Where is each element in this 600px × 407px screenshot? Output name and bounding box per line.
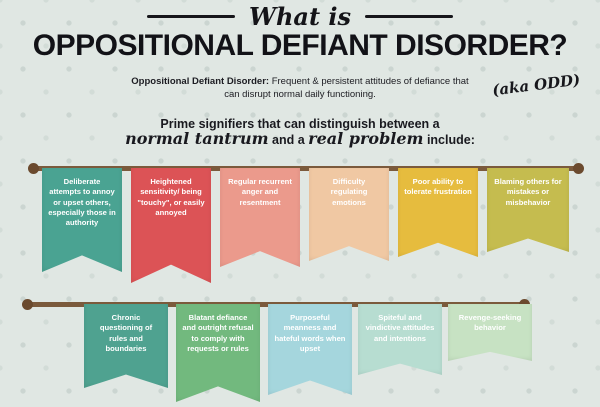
left-rule-line: [146, 15, 235, 18]
banner-blatant-defiance: Blatant defiance and outright refusal to…: [176, 304, 260, 402]
right-rule-line: [365, 15, 454, 18]
subheading-mid: and a: [268, 133, 309, 147]
banner-recurrent-anger: Regular recurrent anger and resentment: [220, 168, 300, 267]
banner-heightened-sensitivity: Heightened sensitivity/ being "touchy", …: [131, 168, 211, 283]
banner-text: Purposeful meanness and hateful words wh…: [274, 313, 346, 353]
banner-purposeful-meanness: Purposeful meanness and hateful words wh…: [268, 304, 352, 395]
rod-top-right-dot: [573, 163, 584, 174]
banner-rod-top: [36, 166, 576, 171]
banner-revenge-seeking: Revenge-seeking behavior: [448, 304, 532, 361]
subheading-script-tantrum: normal tantrum: [125, 129, 269, 148]
banner-text: Chronic questioning of rules and boundar…: [99, 313, 153, 353]
definition-lead: Oppositional Defiant Disorder:: [131, 76, 270, 87]
eyebrow-text: What is: [248, 2, 352, 31]
banner-text: Revenge-seeking behavior: [458, 313, 522, 333]
definition-rest: Frequent & persistent attitudes of defia…: [224, 76, 469, 101]
rod-top-left-dot: [28, 163, 39, 174]
page-title: OPPOSITIONAL DEFIANT DISORDER?: [32, 29, 568, 62]
rod-bottom-left-dot: [22, 299, 33, 310]
banner-text: Blatant defiance and outright refusal to…: [182, 313, 254, 353]
banner-deliberate-annoy: Deliberate attempts to annoy or upset ot…: [42, 168, 122, 272]
banner-poor-frustration-tolerance: Poor ability to tolerate frustration: [398, 168, 478, 257]
banner-blaming-others: Blaming others for mistakes or misbehavi…: [487, 168, 569, 252]
banner-text: Regular recurrent anger and resentment: [228, 177, 292, 207]
subheading-tail: include:: [423, 133, 475, 147]
banner-difficulty-regulating: Difficulty regulating emotions: [309, 168, 389, 261]
banner-chronic-questioning: Chronic questioning of rules and boundar…: [84, 304, 168, 388]
banner-text: Poor ability to tolerate frustration: [404, 177, 472, 197]
subheading-line1: Prime signifiers that can distinguish be…: [160, 117, 440, 131]
banner-text: Deliberate attempts to annoy or upset ot…: [48, 177, 116, 227]
subheading-line2: normal tantrum and a real problem includ…: [0, 129, 600, 148]
banner-text: Blaming others for mistakes or misbehavi…: [494, 177, 562, 207]
eyebrow-row: What is: [0, 2, 600, 31]
definition-text: Oppositional Defiant Disorder: Frequent …: [130, 75, 470, 102]
banner-text: Heightened sensitivity/ being "touchy", …: [137, 177, 205, 217]
banner-text: Spiteful and vindictive attitudes and in…: [365, 313, 435, 343]
subheading-script-problem: real problem: [308, 129, 424, 148]
banner-spiteful-vindictive: Spiteful and vindictive attitudes and in…: [358, 304, 442, 375]
banner-text: Difficulty regulating emotions: [330, 177, 368, 207]
